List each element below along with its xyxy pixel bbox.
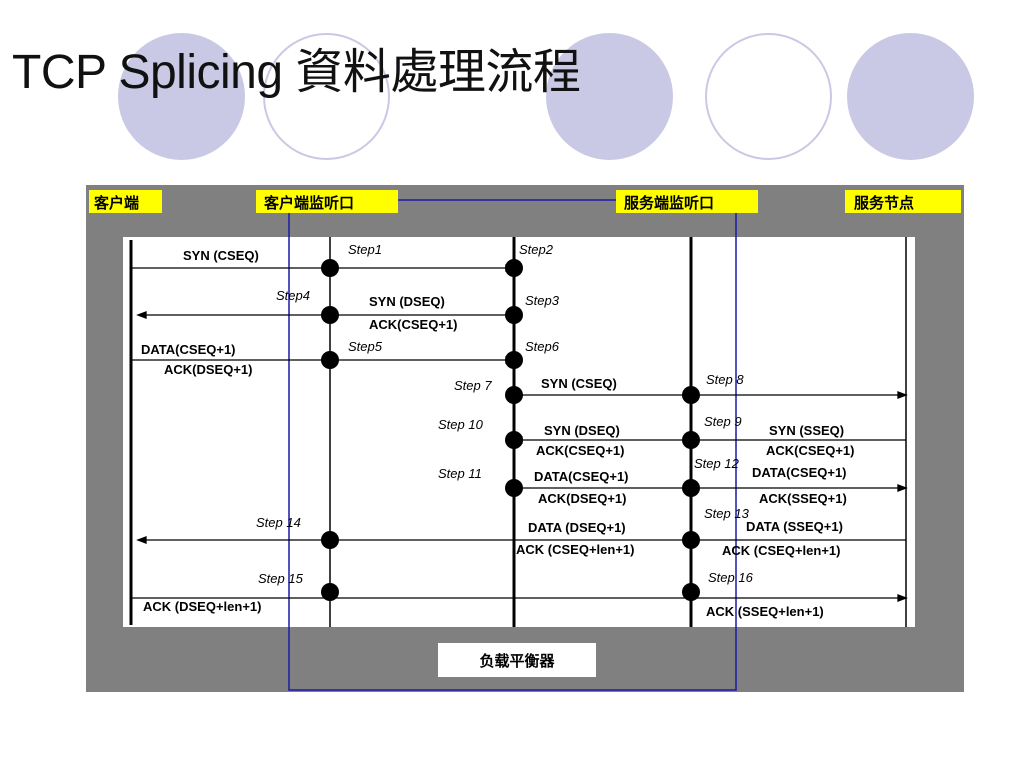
msg-syn-cseq-1: SYN (CSEQ) bbox=[183, 248, 259, 263]
msg-data-dseq1: DATA (DSEQ+1) bbox=[528, 520, 626, 535]
step-label-13: Step 13 bbox=[704, 506, 750, 521]
step-label-11: Step 11 bbox=[438, 466, 482, 481]
step-label-3: Step3 bbox=[525, 293, 560, 308]
dot-step10 bbox=[505, 431, 523, 449]
dot-step12 bbox=[682, 479, 700, 497]
dot-step15 bbox=[321, 583, 339, 601]
lane-area bbox=[123, 237, 915, 627]
msg-syn-dseq-2: SYN (DSEQ) bbox=[544, 423, 620, 438]
arrow-8-head bbox=[897, 594, 908, 602]
decor-circle-4 bbox=[705, 33, 832, 160]
label-client-bg bbox=[89, 190, 162, 213]
msg-syn-sseq: SYN (SSEQ) bbox=[769, 423, 844, 438]
msg-ack-dseq-len: ACK (DSEQ+len+1) bbox=[143, 599, 261, 614]
slide-title: TCP Splicing 資料處理流程 bbox=[12, 46, 581, 99]
msg-syn-cseq-2: SYN (CSEQ) bbox=[541, 376, 617, 391]
arrow-4-head bbox=[897, 391, 908, 399]
step-label-16: Step 16 bbox=[708, 570, 754, 585]
step-label-14: Step 14 bbox=[256, 515, 301, 530]
decor-circle-3 bbox=[546, 33, 673, 160]
dot-step5 bbox=[321, 351, 339, 369]
msg-syn-dseq-1: SYN (DSEQ) bbox=[369, 294, 445, 309]
msg-data-cseq1-1: DATA(CSEQ+1) bbox=[141, 342, 236, 357]
step-label-5: Step5 bbox=[348, 339, 383, 354]
dot-step1 bbox=[321, 259, 339, 277]
label-server-listen-port-bg bbox=[616, 190, 758, 213]
msg-ack-cseq1-3: ACK(CSEQ+1) bbox=[766, 443, 855, 458]
message-arrows bbox=[131, 264, 908, 602]
msg-ack-sseq1: ACK(SSEQ+1) bbox=[759, 491, 847, 506]
msg-data-cseq1-3: DATA(CSEQ+1) bbox=[752, 465, 847, 480]
sequence-diagram-svg: 客户端 客户端监听口 服务端监听口 服务节点 负载平衡器 bbox=[89, 190, 961, 691]
dot-step8 bbox=[682, 386, 700, 404]
load-balancer-label-bg bbox=[438, 643, 596, 677]
msg-ack-sseq-len: ACK (SSEQ+len+1) bbox=[706, 604, 824, 619]
label-client-listen-port-bg bbox=[256, 190, 398, 213]
arrow-2-head bbox=[136, 311, 147, 319]
dot-step2 bbox=[505, 259, 523, 277]
msg-ack-dseq1-1: ACK(DSEQ+1) bbox=[164, 362, 253, 377]
decor-circle-1 bbox=[118, 33, 245, 160]
dot-step6 bbox=[505, 351, 523, 369]
msg-ack-dseq1-2: ACK(DSEQ+1) bbox=[538, 491, 627, 506]
msg-ack-cseq1-1: ACK(CSEQ+1) bbox=[369, 317, 458, 332]
load-balancer-box bbox=[288, 199, 737, 691]
dot-step16 bbox=[682, 583, 700, 601]
step-label-8: Step 8 bbox=[706, 372, 744, 387]
step-label-12: Step 12 bbox=[694, 456, 740, 471]
dot-step4 bbox=[321, 306, 339, 324]
label-server-listen-port: 服务端监听口 bbox=[624, 194, 714, 212]
arrow-6-head bbox=[897, 484, 908, 492]
dot-step3 bbox=[505, 306, 523, 324]
label-service-node-bg bbox=[845, 190, 961, 213]
step-label-6: Step6 bbox=[525, 339, 560, 354]
step-label-10: Step 10 bbox=[438, 417, 484, 432]
label-service-node: 服务节点 bbox=[854, 194, 914, 212]
msg-ack-cseq1-2: ACK(CSEQ+1) bbox=[536, 443, 625, 458]
step-label-15: Step 15 bbox=[258, 571, 304, 586]
dot-step9 bbox=[682, 431, 700, 449]
step-label-2: Step2 bbox=[519, 242, 554, 257]
tcp-splicing-diagram: 客户端 客户端监听口 服务端监听口 服务节点 负载平衡器 bbox=[86, 185, 964, 692]
decor-circle-2 bbox=[263, 33, 390, 160]
msg-ack-cseq-len-2: ACK (CSEQ+len+1) bbox=[722, 543, 840, 558]
step-label-7: Step 7 bbox=[454, 378, 492, 393]
step-label-4: Step4 bbox=[276, 288, 310, 303]
step-label-9: Step 9 bbox=[704, 414, 742, 429]
label-client-listen-port: 客户端监听口 bbox=[263, 194, 354, 212]
load-balancer-label: 负载平衡器 bbox=[479, 652, 555, 670]
message-labels: SYN (CSEQ) SYN (DSEQ) ACK(CSEQ+1) DATA(C… bbox=[141, 248, 855, 619]
msg-ack-cseq-len-1: ACK (CSEQ+len+1) bbox=[516, 542, 634, 557]
dot-step13 bbox=[682, 531, 700, 549]
splice-dots bbox=[321, 259, 700, 601]
step-label-1: Step1 bbox=[348, 242, 382, 257]
dot-step7 bbox=[505, 386, 523, 404]
dot-step11 bbox=[505, 479, 523, 497]
decor-circle-5 bbox=[847, 33, 974, 160]
step-labels: Step1 Step2 Step3 Step4 Step5 Step6 Step… bbox=[256, 242, 754, 586]
msg-data-cseq1-2: DATA(CSEQ+1) bbox=[534, 469, 629, 484]
dot-step14 bbox=[321, 531, 339, 549]
msg-data-sseq1: DATA (SSEQ+1) bbox=[746, 519, 843, 534]
arrow-7-head bbox=[136, 536, 147, 544]
label-client: 客户端 bbox=[93, 194, 139, 212]
